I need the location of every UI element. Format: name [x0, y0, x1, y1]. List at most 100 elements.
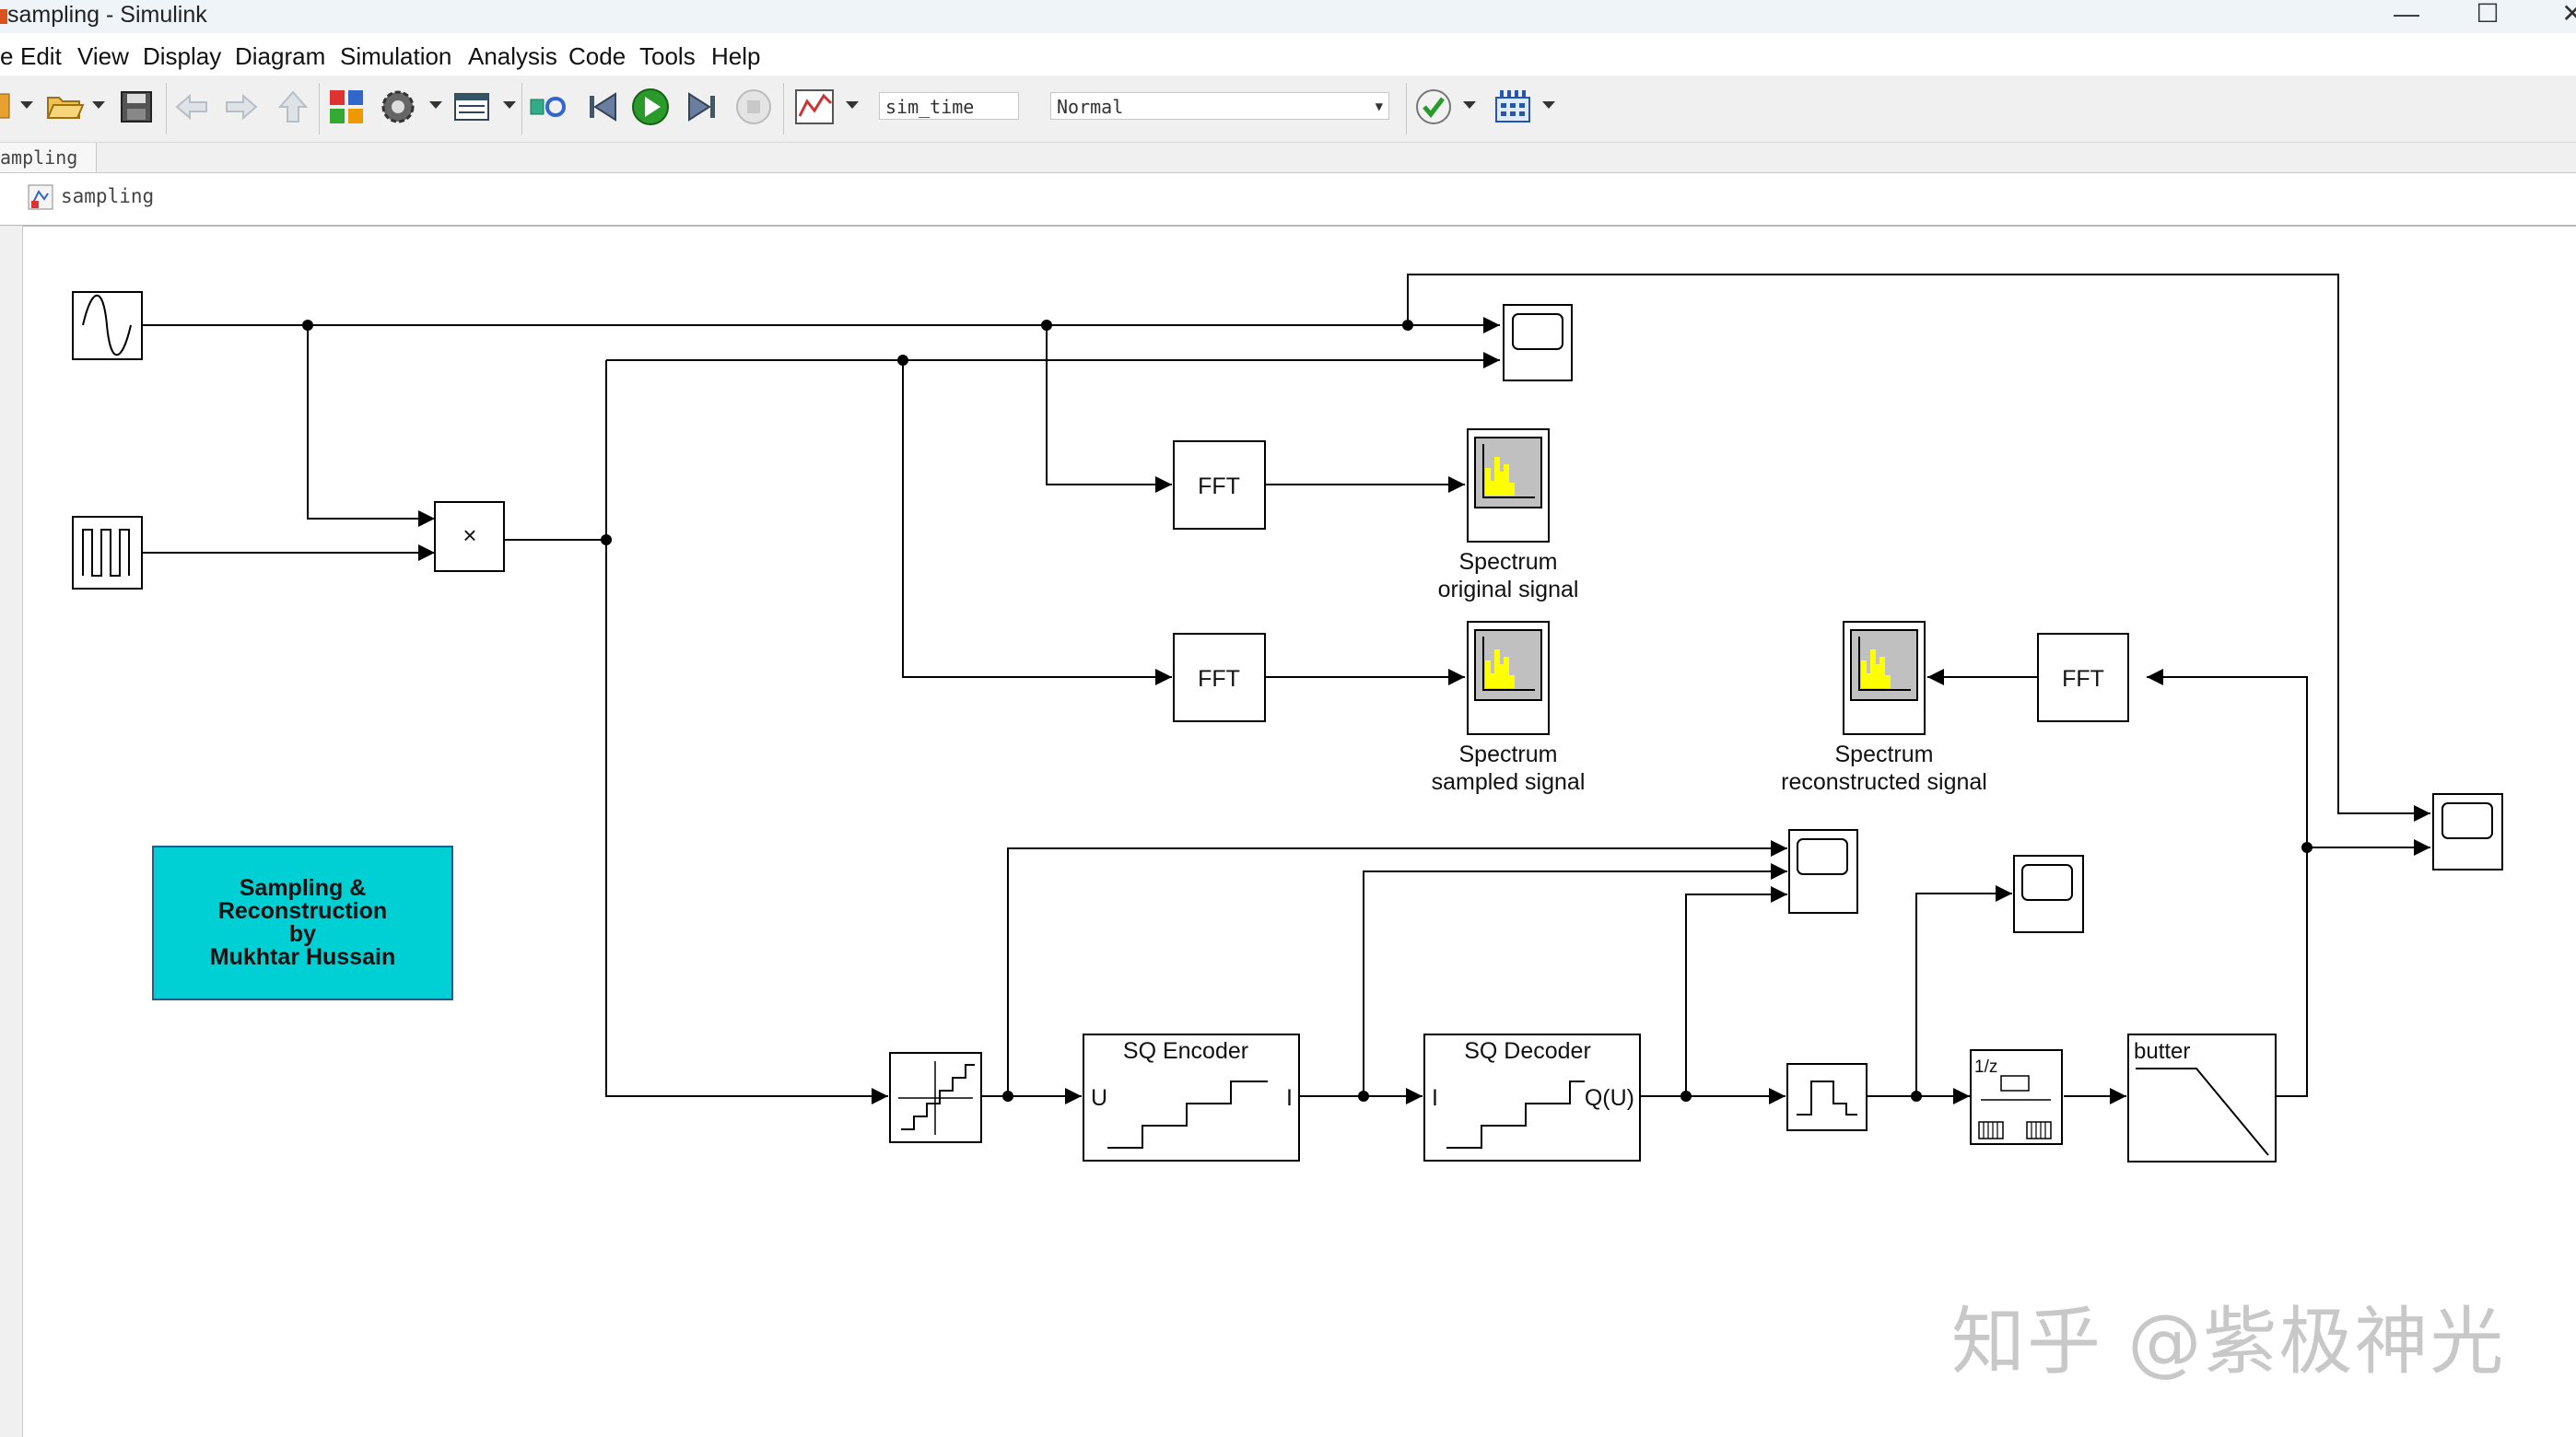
menu-analysis[interactable]: Analysis: [468, 42, 557, 70]
staircase-icon: [1107, 1081, 1268, 1149]
left-palette: [0, 226, 23, 1437]
sq-encoder-title: SQ Encoder: [1123, 1038, 1248, 1064]
settings-gear-icon[interactable]: [378, 87, 418, 127]
menu-help[interactable]: Help: [711, 42, 761, 70]
spectrum-reconstructed-label-1: Spectrum: [1835, 742, 1934, 767]
tab-bar: ampling: [0, 143, 2576, 173]
spectrum-bars-icon: [1485, 649, 1515, 688]
sq-encoder-block[interactable]: SQ Encoder U I: [1083, 1034, 1300, 1162]
delay-label: 1/z: [1974, 1057, 1997, 1077]
menu-simulation[interactable]: Simulation: [340, 42, 452, 70]
close-button[interactable]: ✕: [2561, 0, 2576, 28]
save-icon[interactable]: [116, 87, 157, 127]
sine-icon: [82, 294, 132, 356]
menu-code[interactable]: Code: [568, 42, 626, 70]
spectrum-original-label-1: Spectrum: [1459, 549, 1558, 575]
spectrum-bars-icon: [1861, 649, 1891, 688]
watermark: 知乎 @紫极神光: [1951, 1299, 2506, 1384]
window-title: sampling - Simulink: [7, 2, 207, 28]
settings-dropdown-icon[interactable]: [429, 101, 442, 109]
pulse-shape-block[interactable]: [1786, 1063, 1868, 1131]
menu-bar: e Edit View Display Diagram Simulation A…: [0, 39, 2576, 76]
fft-block-sampled[interactable]: FFT: [1173, 633, 1266, 722]
simulation-mode-select[interactable]: Normal ▼: [1050, 92, 1389, 120]
menu-diagram[interactable]: Diagram: [235, 42, 326, 70]
spectrum-bars-icon: [1485, 457, 1515, 496]
pulse-icon: [82, 529, 130, 577]
model-advisor-check-icon[interactable]: [1413, 87, 1454, 127]
product-block[interactable]: ×: [434, 501, 505, 572]
open-folder-icon[interactable]: [44, 87, 85, 127]
scope-screen-icon: [1797, 838, 1848, 875]
scope-block-middle[interactable]: [1788, 829, 1858, 914]
inspector-dropdown-icon[interactable]: [846, 101, 859, 109]
scope-block-top[interactable]: [1503, 304, 1573, 381]
quantizer-block[interactable]: [889, 1052, 982, 1143]
unit-delay-block[interactable]: 1/z: [1970, 1049, 2063, 1145]
data-inspector-icon[interactable]: [794, 87, 835, 127]
butter-filter-block[interactable]: butter: [2127, 1034, 2277, 1162]
sq-encoder-in-port: U: [1091, 1085, 1107, 1111]
pulse-generator-block[interactable]: [72, 516, 143, 590]
toolbar: sim_time Normal ▼: [0, 76, 2576, 143]
new-dropdown-icon[interactable]: [20, 101, 33, 109]
title-bar: sampling - Simulink — ☐ ✕: [0, 0, 2576, 33]
menu-view[interactable]: View: [77, 42, 129, 70]
maximize-button[interactable]: ☐: [2476, 0, 2500, 28]
staircase-icon: [901, 1064, 975, 1130]
fft-label: FFT: [1198, 473, 1240, 499]
model-icon: [28, 184, 53, 210]
branch-points: [302, 320, 2313, 1102]
build-model-icon[interactable]: [1493, 87, 1533, 127]
breadcrumb[interactable]: sampling: [61, 185, 155, 207]
fft-label: FFT: [1198, 666, 1240, 692]
butter-label: butter: [2134, 1039, 2190, 1064]
spectrum-reconstructed-block[interactable]: Spectrum reconstructed signal: [1781, 621, 1987, 795]
back-arrow-icon[interactable]: [171, 87, 212, 127]
sim-mode-chevron-icon: ▼: [1375, 99, 1383, 114]
sq-decoder-out-port: Q(U): [1585, 1085, 1634, 1111]
library-browser-icon[interactable]: [326, 87, 367, 127]
model-explorer-icon[interactable]: [451, 87, 492, 127]
scope-block-small[interactable]: [2013, 855, 2084, 933]
minimize-button[interactable]: —: [2394, 0, 2419, 28]
spectrum-sampled-label-1: Spectrum: [1459, 742, 1558, 767]
sim-mode-value: Normal: [1057, 96, 1124, 118]
advisor-dropdown-icon[interactable]: [1463, 101, 1476, 109]
explorer-dropdown-icon[interactable]: [503, 101, 516, 109]
simulink-icon: [0, 9, 7, 24]
stop-time-field[interactable]: sim_time: [879, 92, 1019, 120]
annotation-box[interactable]: Sampling & Reconstruction by Mukhtar Hus…: [152, 846, 453, 1000]
scope-screen-icon: [2441, 802, 2493, 839]
signal-lines: [142, 274, 2430, 1104]
open-dropdown-icon[interactable]: [92, 101, 105, 109]
address-bar: sampling: [0, 173, 2576, 227]
spectrum-reconstructed-label-2: reconstructed signal: [1781, 769, 1987, 795]
run-icon[interactable]: [630, 87, 671, 127]
tab-sampling[interactable]: ampling: [0, 143, 97, 172]
menu-tools[interactable]: Tools: [639, 42, 696, 70]
scope-block-right[interactable]: [2432, 793, 2503, 870]
new-model-icon[interactable]: [0, 87, 33, 127]
menu-display[interactable]: Display: [143, 42, 222, 70]
annotation-line-2: Reconstruction: [217, 898, 388, 924]
pulse-step-icon: [1797, 1081, 1857, 1116]
spectrum-sampled-block[interactable]: Spectrum sampled signal: [1432, 621, 1586, 795]
sq-decoder-block[interactable]: SQ Decoder I Q(U): [1423, 1034, 1641, 1162]
update-diagram-icon[interactable]: [527, 87, 568, 127]
menu-edit[interactable]: Edit: [20, 42, 62, 70]
fft-block-reconstructed[interactable]: FFT: [2037, 633, 2129, 722]
sine-wave-block[interactable]: [72, 291, 143, 360]
scope-screen-icon: [1512, 313, 1563, 350]
sq-encoder-out-port: I: [1286, 1085, 1293, 1111]
fft-block-original[interactable]: FFT: [1173, 440, 1266, 530]
build-dropdown-icon[interactable]: [1542, 101, 1555, 109]
spectrum-original-block[interactable]: Spectrum original signal: [1438, 428, 1579, 602]
menu-file[interactable]: e: [0, 42, 14, 70]
up-arrow-icon[interactable]: [273, 87, 313, 127]
step-back-icon[interactable]: [582, 87, 623, 127]
step-forward-icon[interactable]: [682, 87, 722, 127]
stop-icon[interactable]: [733, 87, 774, 127]
forward-arrow-icon[interactable]: [221, 87, 262, 127]
